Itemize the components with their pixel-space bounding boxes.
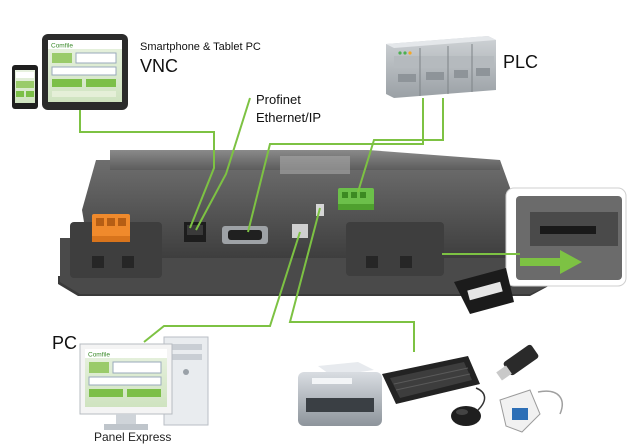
printer-device xyxy=(298,362,382,426)
hmi-panel-rear xyxy=(58,150,556,296)
smartphone-device xyxy=(12,65,38,109)
line-plc-io xyxy=(357,98,444,193)
barcode-scanner xyxy=(499,389,563,433)
usb-flash-drive xyxy=(496,344,539,381)
mouse-device xyxy=(451,387,486,426)
line-profinet xyxy=(195,97,251,231)
green-io-terminal xyxy=(338,188,374,210)
insert-arrow xyxy=(520,250,582,274)
line-vnc xyxy=(79,110,215,229)
label-plc: PLC xyxy=(503,52,538,72)
label-panel-express: Panel Express xyxy=(94,430,171,444)
line-pc xyxy=(143,231,301,343)
pc-screen-logo: Comfile xyxy=(88,352,110,359)
plc-device xyxy=(386,36,496,98)
label-pc: PC xyxy=(52,333,77,353)
keyboard-device xyxy=(382,356,480,404)
microsd-card xyxy=(454,268,514,314)
connector-lines xyxy=(79,97,520,352)
label-vnc: VNC xyxy=(140,56,178,76)
line-usb-host xyxy=(288,207,415,352)
sd-slot-zoom xyxy=(505,187,627,287)
tablet-screen-logo: Comfile xyxy=(51,43,73,50)
label-ethernet-ip: Ethernet/IP xyxy=(256,110,321,125)
usb-port xyxy=(292,224,308,238)
pc-monitor: Comfile xyxy=(79,343,173,430)
tablet-device: Comfile xyxy=(42,34,128,110)
label-profinet: Profinet xyxy=(256,92,301,107)
line-plc-serial xyxy=(247,98,424,233)
orange-power-terminal xyxy=(92,214,130,242)
label-smartphone-tablet: Smartphone & Tablet PC xyxy=(140,41,261,53)
